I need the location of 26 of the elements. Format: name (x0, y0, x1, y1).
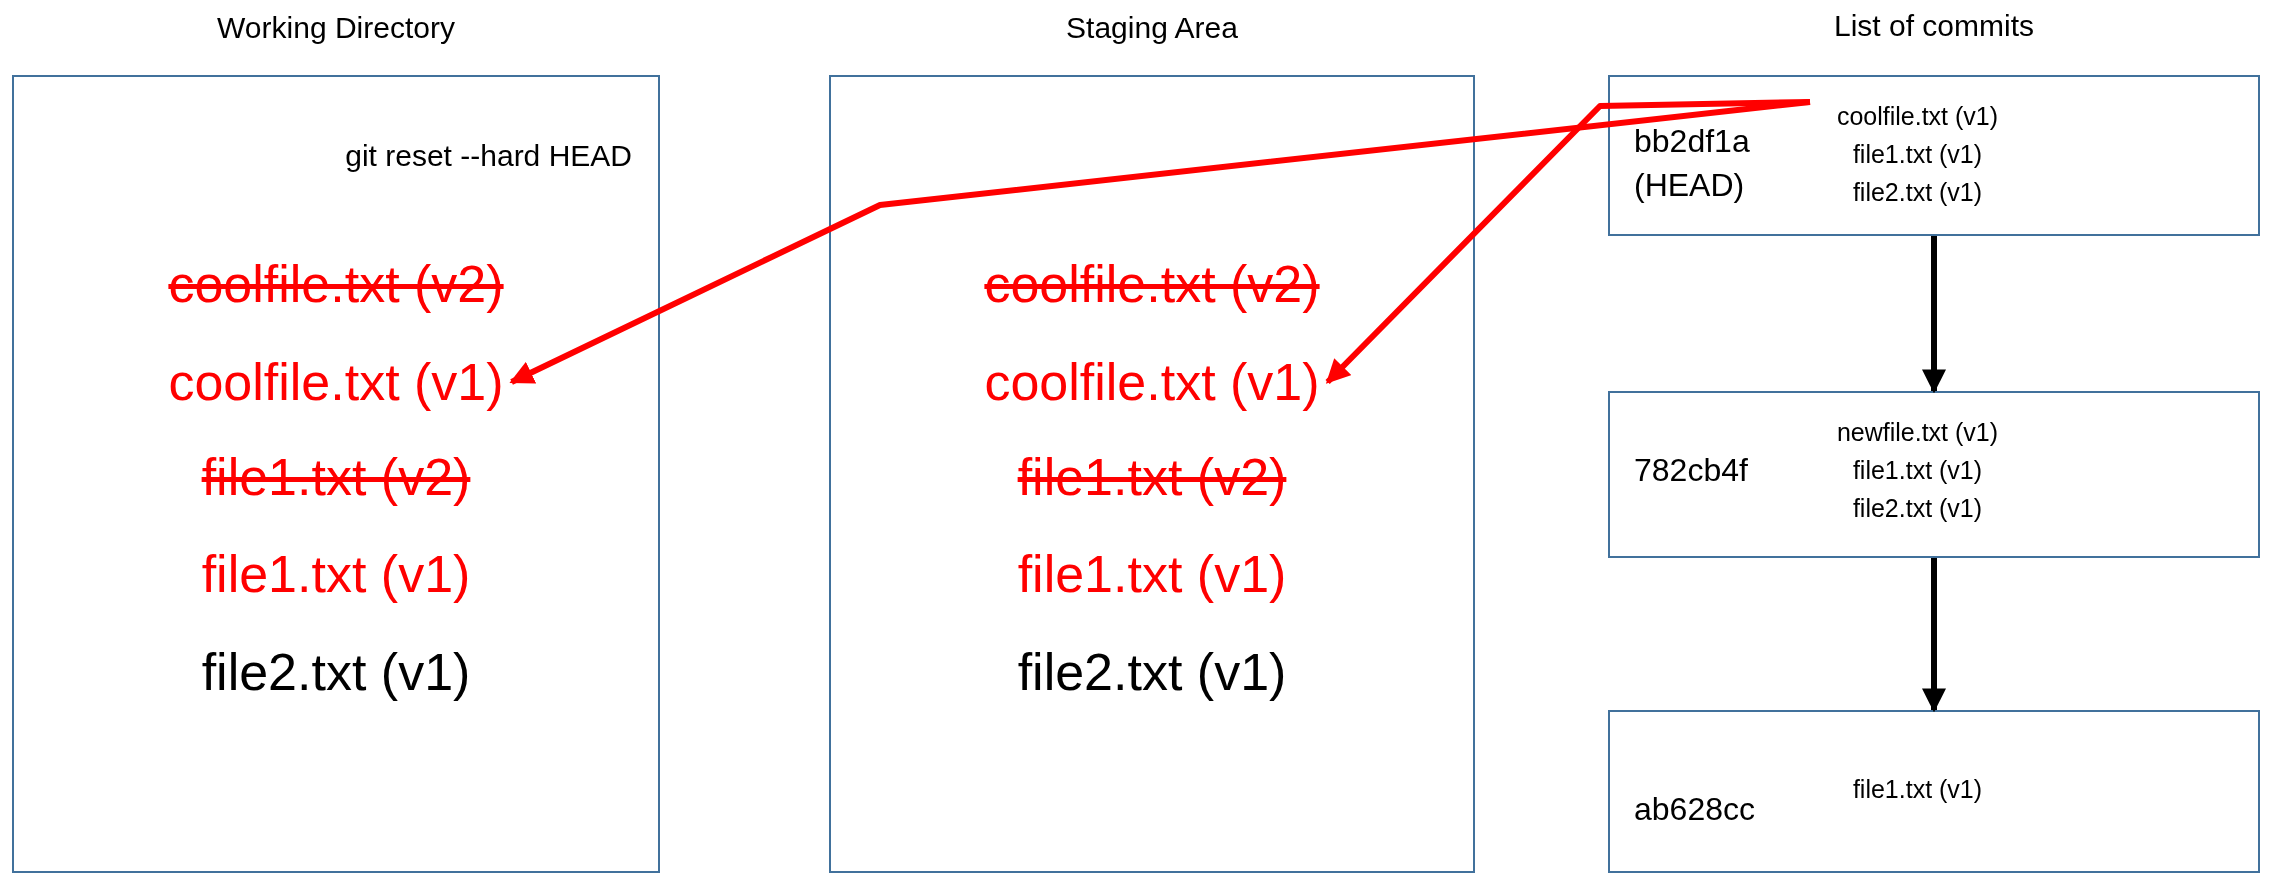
command-text: git reset --hard HEAD (345, 139, 632, 173)
commit-box (1608, 710, 2260, 873)
file-list: coolfile.txt (v1) file1.txt (v1) file2.txt (v1) (1810, 97, 2025, 211)
file-list: newfile.txt (v1) file1.txt (v1) file2.txt (v1) (1810, 413, 2025, 527)
file-entry: file1.txt (v1) (201, 542, 471, 606)
commit-hash: ab628cc (1634, 790, 1756, 829)
arrow (1325, 99, 1811, 385)
file-entry: coolfile.txt (v1) (168, 350, 504, 414)
commit-hash: 782cb4f (1634, 451, 1749, 490)
file-entry: coolfile.txt (v2) (168, 252, 504, 316)
file-entry: file2.txt (v1) (1017, 640, 1287, 704)
commit-box (1608, 391, 2260, 558)
column-heading: Working Directory (216, 11, 456, 45)
file-entry: file1.txt (v1) (1017, 542, 1287, 606)
file-list: file1.txt (v1) (1810, 770, 2025, 808)
file-entry: file2.txt (v1) (201, 640, 471, 704)
commit-box (1608, 75, 2260, 236)
arrow (1922, 558, 1946, 713)
commit-hash: bb2df1a (HEAD) (1634, 122, 1751, 205)
file-entry: coolfile.txt (v1) (984, 350, 1320, 414)
arrow (1922, 236, 1946, 394)
column-heading: List of commits (1832, 9, 2035, 43)
file-entry: file1.txt (v2) (1017, 445, 1287, 509)
file-entry: file1.txt (v2) (201, 445, 471, 509)
column-heading: Staging Area (1065, 11, 1239, 45)
file-entry: coolfile.txt (v2) (984, 252, 1320, 316)
